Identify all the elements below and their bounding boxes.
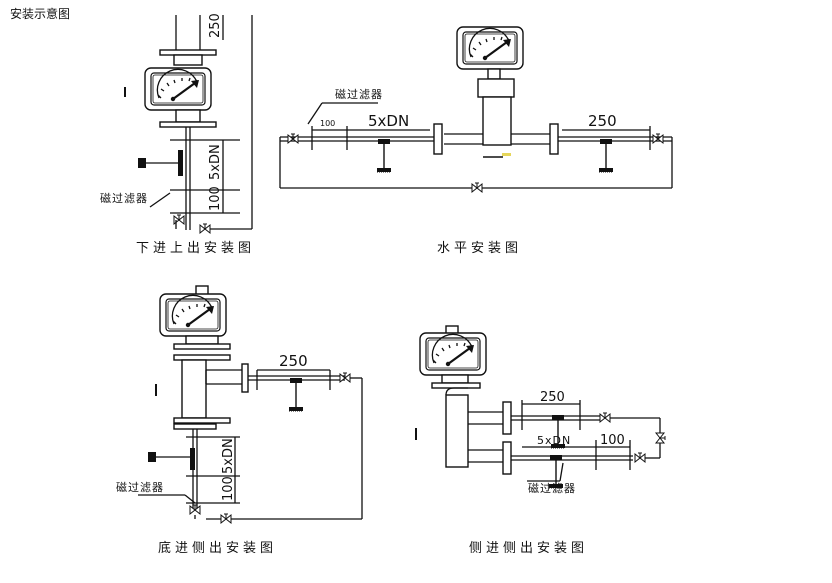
bottom-in-top-out-d5xdn: 5xDN [208, 144, 223, 180]
side-in-side-out-d100: 100 [600, 433, 625, 448]
horizontal-filter-label: 磁过滤器 [335, 88, 383, 101]
side-in-side-out-d250: 250 [540, 390, 565, 405]
side-in-side-out-filter-label: 磁过滤器 [528, 482, 576, 495]
bottom-in-top-out-d250: 250 [208, 13, 223, 38]
bottom-in-top-out-d100: 100 [208, 186, 223, 211]
side-in-side-out-drawing [415, 325, 666, 489]
bottom-in-top-out-filter-label: 磁过滤器 [100, 192, 148, 205]
bottom-in-side-out-d250: 250 [279, 352, 308, 370]
side-in-side-out-caption: 侧进侧出安装图 [469, 541, 588, 556]
bottom-in-top-out-drawing [124, 15, 253, 234]
bottom-in-side-out-d5xdn: 5xDN [221, 438, 236, 474]
horizontal-d100: 100 [320, 119, 335, 128]
horizontal-d250: 250 [588, 112, 617, 130]
horizontal-caption: 水平安装图 [437, 241, 522, 256]
horizontal-drawing [279, 25, 673, 193]
horizontal-d5xdn: 5xDN [368, 112, 409, 130]
bottom-in-side-out-drawing [138, 285, 363, 524]
page-title: 安装示意图 [10, 7, 71, 21]
bottom-in-side-out-filter-label: 磁过滤器 [116, 481, 164, 494]
side-in-side-out-d5xdn: 5xDN [537, 434, 571, 447]
bottom-in-side-out-caption: 底进侧出安装图 [158, 540, 277, 556]
bottom-in-top-out-caption: 下进上出安装图 [136, 241, 255, 256]
bottom-in-side-out-d100: 100 [221, 476, 236, 501]
